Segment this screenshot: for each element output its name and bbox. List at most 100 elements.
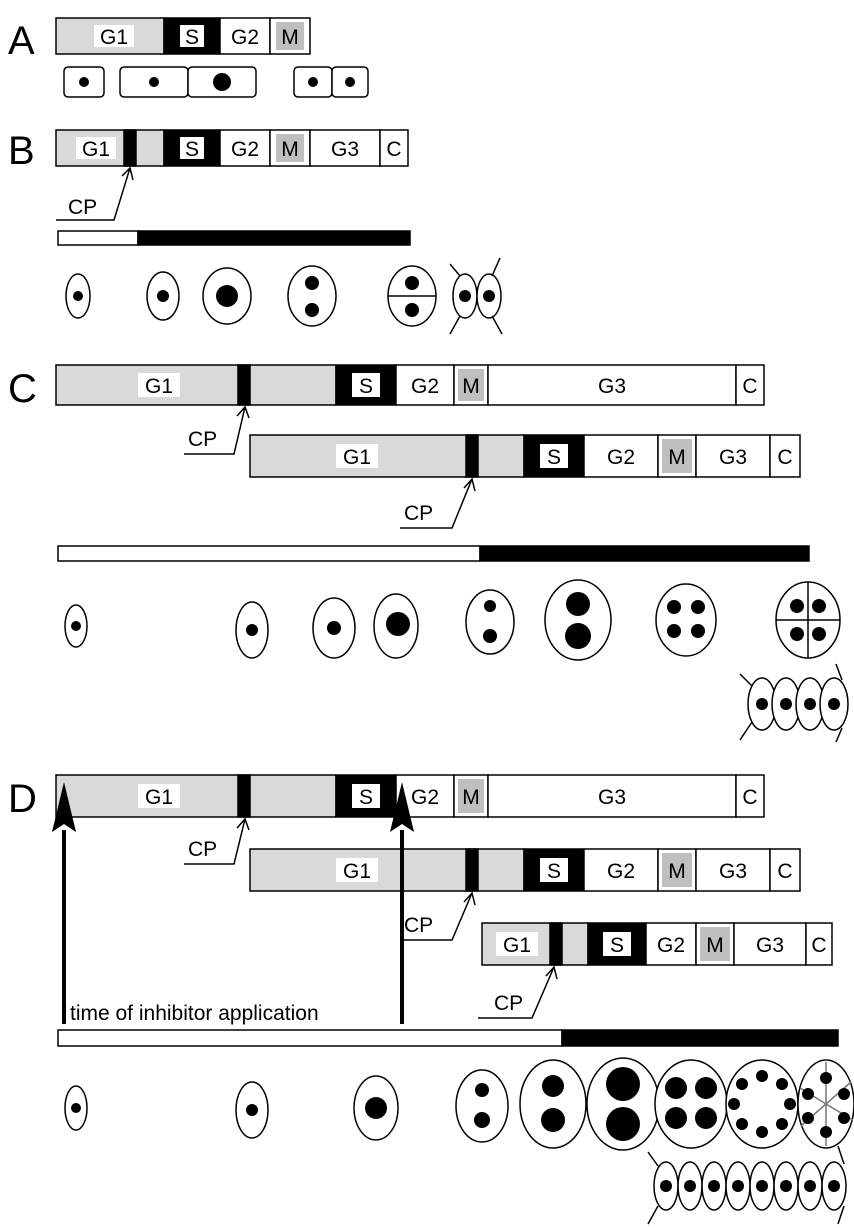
nucleus [71,1103,81,1113]
label-g2: G2 [231,138,259,161]
label-g2: G2 [411,786,439,809]
nucleus [756,1126,768,1138]
nucleus [756,1180,768,1192]
label-m: M [281,138,299,161]
nucleus [305,276,319,290]
nucleus [691,624,705,638]
checkpoint [466,849,478,891]
cp-label: CP [68,196,97,219]
label-g1: G1 [343,446,371,469]
nucleus [541,1108,565,1132]
nucleus [695,1107,717,1129]
checkpoint [466,435,478,477]
label-g3: G3 [756,934,784,957]
cell [656,584,716,656]
cells-a [64,67,368,97]
nucleus [812,627,826,641]
panel-label-c: C [8,367,37,411]
nucleus [606,1067,640,1101]
cells-b [66,258,502,334]
label-g2: G2 [607,860,635,883]
nucleus [542,1075,564,1097]
nucleus [345,77,355,87]
label-m: M [668,860,686,883]
nucleus [475,1083,489,1097]
checkpoint [238,775,250,817]
nucleus [157,290,169,302]
phase-g1 [56,365,336,405]
inhibitor-arrows [52,782,414,1024]
checkpoint [550,923,562,965]
label-g3: G3 [719,860,747,883]
label-g1: G1 [100,26,128,49]
nucleus [802,1112,814,1124]
nucleus [216,285,238,307]
label-g1: G1 [145,375,173,398]
label-g1: G1 [343,860,371,883]
nucleus [804,1180,816,1192]
nucleus [780,698,792,710]
cell [466,590,514,654]
label-s: S [185,26,199,49]
nucleus [756,698,768,710]
nucleus [660,1180,672,1192]
label-g3: G3 [719,446,747,469]
label-s: S [547,860,561,883]
cells-c [65,580,840,660]
cp-label: CP [188,428,217,451]
cycle-bar-c2 [250,435,800,477]
label-g2: G2 [411,375,439,398]
nucleus [684,1180,696,1192]
nucleus [820,1072,832,1084]
nucleus [665,1077,687,1099]
label-g3: G3 [598,786,626,809]
cell [456,1070,508,1142]
nucleus [812,599,826,613]
nucleus [327,621,341,635]
label-g2: G2 [231,26,259,49]
label-s: S [185,138,199,161]
nucleus [474,1112,490,1128]
nucleus [386,612,410,636]
nucleus [213,73,231,91]
phase-g1 [56,775,336,817]
nucleus [736,1078,748,1090]
label-m: M [668,446,686,469]
nucleus [736,1118,748,1130]
cell [655,1060,727,1148]
nucleus [784,1098,796,1110]
panel-label-d: D [8,777,37,821]
cp-label: CP [404,502,433,525]
label-g3: G3 [331,138,359,161]
label-g1: G1 [503,934,531,957]
nucleus [838,1088,850,1100]
cp-label: CP [494,992,523,1015]
nucleus [566,592,590,616]
label-g2: G2 [657,934,685,957]
nucleus [667,600,681,614]
nucleus [71,621,81,631]
phase-g1 [250,849,524,891]
label-c: C [777,446,792,469]
cell [520,1060,586,1148]
nucleus [305,303,319,317]
nucleus [780,1180,792,1192]
label-g1: G1 [145,786,173,809]
label-c: C [742,786,757,809]
daughter-cells-d [648,1146,846,1224]
label-m: M [462,375,480,398]
nucleus [776,1118,788,1130]
nucleus [790,599,804,613]
cp-label: CP [404,914,433,937]
nucleus [691,600,705,614]
nucleus [365,1097,387,1119]
label-c: C [777,860,792,883]
cells-d [65,1058,854,1150]
cp-label: CP [188,838,217,861]
nucleus [838,1112,850,1124]
cycle-bar-d2 [250,849,800,891]
nucleus [149,77,159,87]
phase-g1 [250,435,524,477]
label-s: S [359,786,373,809]
checkpoint [124,130,136,166]
